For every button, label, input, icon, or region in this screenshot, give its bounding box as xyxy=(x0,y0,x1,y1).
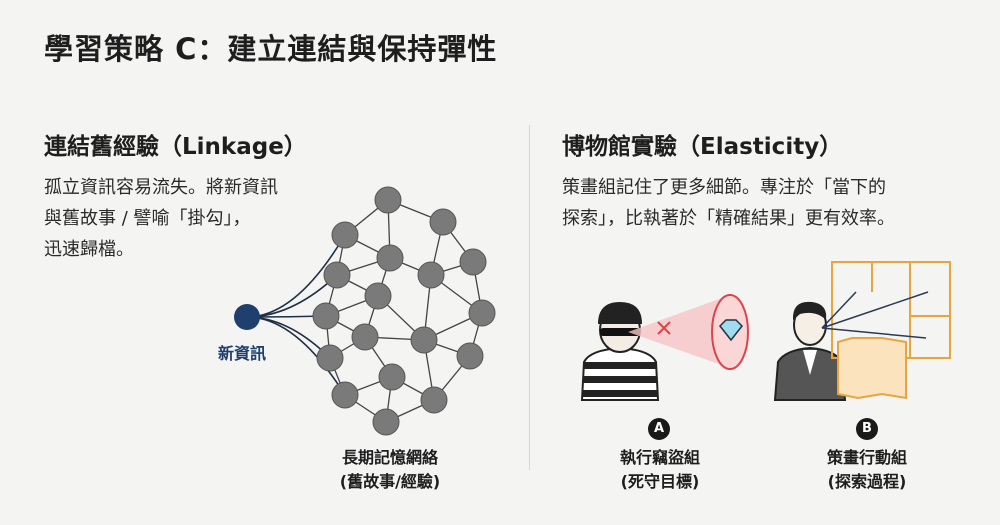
memory-node xyxy=(456,342,484,370)
new-info-label: 新資訊 xyxy=(218,344,267,363)
memory-node xyxy=(378,363,406,391)
memory-node xyxy=(468,299,496,327)
text-line: 策畫組記住了更多細節。專注於「當下的 xyxy=(562,177,886,198)
text-line: 長期記憶網絡 xyxy=(341,448,438,467)
museum-map-icon xyxy=(831,261,951,400)
museum-illustration xyxy=(580,261,951,401)
text-line: 執行竊盜組 xyxy=(619,448,700,467)
memory-node xyxy=(331,221,359,249)
group-a-label: 執行竊盜組 (死守目標) xyxy=(590,446,730,494)
memory-node xyxy=(372,408,400,436)
text-line: 探索」，比執著於「精確結果」更有效率。 xyxy=(562,208,895,229)
memory-network-diagram xyxy=(234,186,496,436)
page-title: 學習策略 C：建立連結與保持彈性 xyxy=(44,32,498,66)
text-line: (死守目標) xyxy=(620,472,700,491)
text-line: 孤立資訊容易流失。將新資訊 xyxy=(44,177,278,198)
memory-node xyxy=(331,381,359,409)
text-line: (探索過程) xyxy=(827,472,907,491)
text-line: 策畫行動組 xyxy=(826,448,907,467)
memory-node xyxy=(374,186,402,214)
memory-node xyxy=(459,248,487,276)
memory-node xyxy=(376,244,404,272)
diamond-icon xyxy=(718,319,744,342)
elasticity-description: 策畫組記住了更多細節。專注於「當下的 探索」，比執著於「精確結果」更有效率。 xyxy=(562,172,895,234)
divider xyxy=(529,125,530,470)
linkage-heading: 連結舊經驗（Linkage） xyxy=(44,134,307,160)
memory-node xyxy=(351,323,379,351)
network-label: 長期記憶網絡 (舊故事/經驗) xyxy=(320,446,460,494)
text-line: 與舊故事 / 譬喻「掛勾」， xyxy=(44,208,251,229)
memory-node xyxy=(420,386,448,414)
memory-node xyxy=(316,344,344,372)
memory-node xyxy=(410,326,438,354)
text-line: 迅速歸檔。 xyxy=(44,239,134,260)
memory-node xyxy=(323,261,351,289)
memory-node xyxy=(429,208,457,236)
planner-icon xyxy=(773,301,847,401)
new-info-node xyxy=(234,304,260,330)
group-a-badge: A xyxy=(648,418,670,440)
thief-icon xyxy=(580,302,660,401)
memory-node xyxy=(364,282,392,310)
group-b-badge: B xyxy=(856,418,878,440)
linkage-description: 孤立資訊容易流失。將新資訊 與舊故事 / 譬喻「掛勾」， 迅速歸檔。 xyxy=(44,172,278,265)
text-line: (舊故事/經驗) xyxy=(339,472,441,491)
exploration-arrows xyxy=(821,291,929,339)
group-b-label: 策畫行動組 (探索過程) xyxy=(797,446,937,494)
focus-beam xyxy=(628,294,749,370)
elasticity-heading: 博物館實驗（Elasticity） xyxy=(562,134,843,160)
memory-node xyxy=(312,302,340,330)
memory-node xyxy=(417,261,445,289)
